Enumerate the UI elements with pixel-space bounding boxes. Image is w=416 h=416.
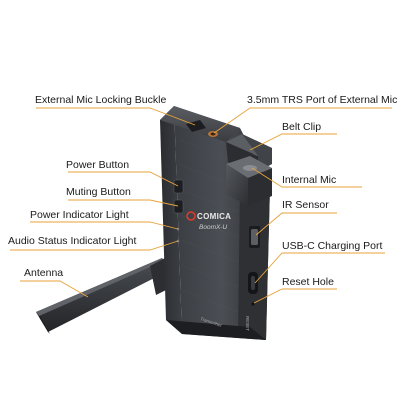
callout-trs-port: 3.5mm TRS Port of External Mic: [247, 94, 398, 106]
leader-trs: [213, 107, 392, 134]
leader-power-indicator: [30, 221, 179, 230]
callout-external-mic-buckle: External Mic Locking Buckle: [35, 94, 167, 106]
reset-hole: [251, 302, 255, 306]
callout-belt-clip: Belt Clip: [282, 121, 322, 133]
callout-power-indicator: Power Indicator Light: [30, 209, 129, 221]
leader-ir-sensor: [255, 212, 337, 236]
trs-port: [208, 131, 218, 137]
model-text: BoomX-U: [199, 224, 227, 231]
leader-antenna: [20, 280, 89, 298]
callout-antenna: Antenna: [24, 267, 64, 279]
usb-c-port: [248, 272, 258, 294]
side-label: Transmitter: [200, 316, 224, 328]
ir-sensor: [249, 226, 260, 248]
external-mic-buckle: [186, 120, 206, 132]
callout-audio-indicator: Audio Status Indicator Light: [8, 235, 137, 247]
callout-reset-hole: Reset Hole: [282, 276, 334, 288]
callout-muting-button: Muting Button: [66, 186, 131, 198]
muting-button: [173, 199, 184, 214]
leader-lines: [10, 107, 392, 304]
callout-usb-c: USB-C Charging Port: [282, 240, 383, 252]
leader-muting-button: [68, 199, 179, 207]
callout-power-button: Power Button: [66, 159, 130, 171]
brand-logo: COMICA BoomX-U: [186, 211, 231, 231]
reset-label: RESET: [245, 316, 250, 331]
callout-internal-mic: Internal Mic: [282, 174, 337, 186]
leader-usb-c: [254, 252, 385, 284]
leader-internal-mic: [251, 167, 362, 188]
leader-reset: [253, 288, 337, 304]
power-button: [173, 179, 184, 194]
brand-text: COMICA: [197, 212, 231, 221]
leader-buckle: [36, 107, 196, 126]
leader-belt-clip: [249, 133, 337, 151]
internal-mic-block: [226, 156, 272, 206]
leader-power-button: [68, 171, 179, 187]
leader-audio-indicator: [10, 240, 179, 251]
callout-ir-sensor: IR Sensor: [282, 199, 329, 211]
